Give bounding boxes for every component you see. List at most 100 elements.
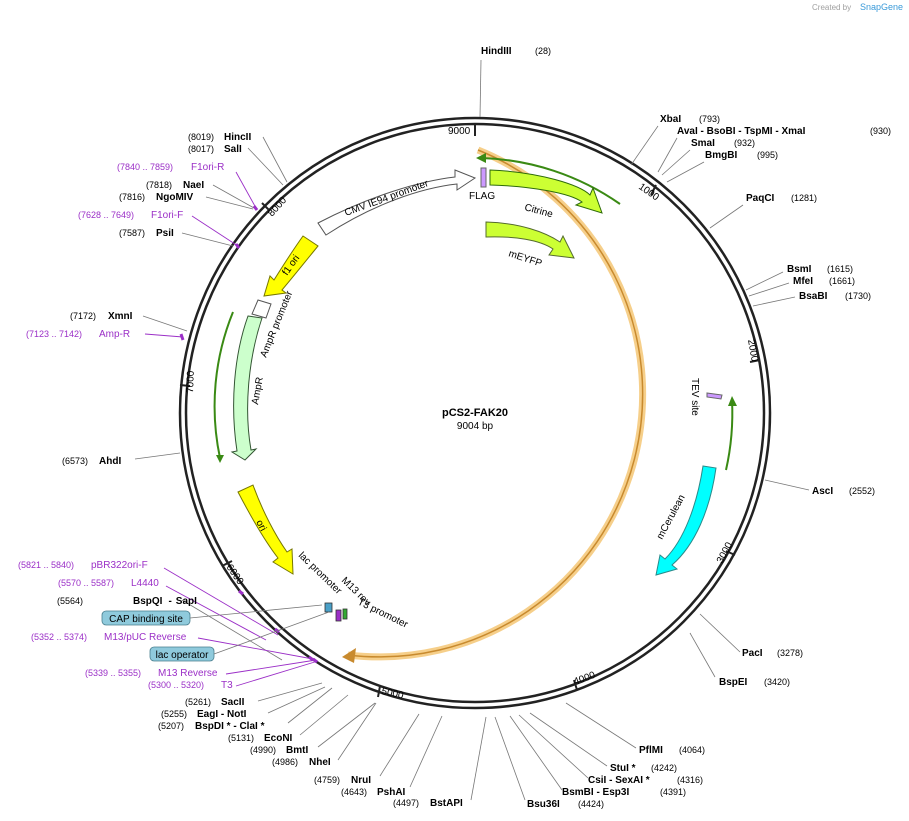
site-label-eagi[interactable]: EagI - NotI: [197, 709, 247, 720]
primer-label-l4440[interactable]: L4440: [131, 578, 159, 589]
primer-label-m13-reverse[interactable]: M13 Reverse: [158, 668, 218, 679]
tick-mark-4000: [573, 679, 578, 691]
site-label-sapi[interactable]: SapI: [176, 596, 197, 607]
site-pos-pshai: (4643): [341, 787, 367, 797]
feature-t3-promoter[interactable]: [342, 608, 348, 620]
primer-pos-t3: (5300 .. 5320): [148, 680, 204, 690]
feature-meyfp[interactable]: [485, 221, 575, 259]
leader-line: [247, 147, 284, 186]
site-label-csii[interactable]: CsiI - SexAI *: [588, 775, 650, 786]
leader-line: [181, 232, 234, 247]
site-pos-bspdi: (5207): [158, 721, 184, 731]
primer-label-m13-puc-reverse[interactable]: M13/pUC Reverse: [104, 632, 187, 643]
site-pos-csii: (4316): [677, 775, 703, 785]
tick-label-8000: 8000: [266, 195, 289, 219]
site-label-bspdi[interactable]: BspDI * - ClaI *: [195, 721, 265, 732]
site-label-paqci[interactable]: PaqCI: [746, 193, 775, 204]
site-label-bsmbi[interactable]: BsmBI - Esp3I: [562, 787, 629, 798]
leader-line: [630, 125, 659, 166]
site-pos-bmgbi: (995): [757, 150, 778, 160]
site-pos-stui: (4242): [651, 763, 677, 773]
primer-marks: [179, 205, 318, 664]
primer-leader-line: [144, 333, 184, 338]
site-label-bsabi[interactable]: BsaBI: [799, 291, 828, 302]
plasmid-size: 9004 bp: [457, 421, 494, 432]
credit-brand[interactable]: SnapGene: [860, 2, 903, 12]
site-pos-avai: (930): [870, 126, 891, 136]
feature-ampr-promoter[interactable]: [251, 299, 272, 319]
primer-label-f1ori-r[interactable]: F1ori-R: [191, 162, 224, 173]
site-label-psii[interactable]: PsiI: [156, 228, 174, 239]
feature-cap-site[interactable]: [324, 602, 333, 613]
site-label-xbai[interactable]: XbaI: [660, 114, 681, 125]
site-label-avai[interactable]: AvaI - BsoBI - TspMI - XmaI: [677, 126, 806, 137]
primer-label-t3[interactable]: T3: [221, 680, 233, 691]
orf-arrowhead: [342, 648, 356, 663]
site-label-naei[interactable]: NaeI: [183, 180, 204, 191]
leader-line: [142, 315, 188, 332]
primer-label-f1ori-f[interactable]: F1ori-F: [151, 210, 183, 221]
site-label-mfei[interactable]: MfeI: [793, 276, 813, 287]
leader-line: [379, 713, 420, 777]
primer-pos-m13-reverse: (5339 .. 5355): [85, 668, 141, 678]
site-label-bspqi-group[interactable]: BspQI-SapI: [133, 596, 197, 607]
leader-line: [262, 136, 288, 183]
site-label-xmni[interactable]: XmnI: [108, 311, 133, 322]
site-pos-eagi: (5255): [161, 709, 187, 719]
feature-ampr[interactable]: [230, 315, 263, 461]
leader-line: [409, 715, 443, 788]
site-label-bsu36i[interactable]: Bsu36I: [527, 799, 560, 810]
feature-label-tev: TEV site: [689, 378, 700, 416]
tick-label-9000: 9000: [448, 126, 471, 137]
site-label-bstapi[interactable]: BstAPI: [430, 798, 463, 809]
primer-label-pbr322ori-f[interactable]: pBR322ori-F: [91, 560, 148, 571]
site-label-smai[interactable]: SmaI: [691, 138, 715, 149]
site-pos-pflmi: (4064): [679, 745, 705, 755]
site-label-bspei[interactable]: BspEI: [719, 677, 748, 688]
site-label-hindiii[interactable]: HindIII: [481, 46, 512, 57]
feature-mcerulean[interactable]: [655, 465, 717, 576]
site-label-econi[interactable]: EcoNI: [264, 733, 293, 744]
site-pos-asci: (2552): [849, 486, 875, 496]
feature-tev-site[interactable]: [706, 392, 723, 400]
feature-cmv-promoter[interactable]: [317, 169, 477, 236]
site-pos-xbai: (793): [699, 114, 720, 124]
site-pos-bsmi: (1615): [827, 264, 853, 274]
site-label-paci[interactable]: PacI: [742, 648, 763, 659]
feature-f1-ori[interactable]: [263, 235, 319, 297]
primer-leader-line: [163, 567, 279, 636]
primer-mark: [234, 243, 241, 249]
site-label-pflmi[interactable]: PflMI: [639, 745, 663, 756]
site-label-nrui[interactable]: NruI: [351, 775, 371, 786]
tick-mark-5000: [377, 685, 381, 698]
site-pos-bspqi: (5564): [57, 596, 83, 606]
site-pos-psii: (7587): [119, 228, 145, 238]
leader-line: [565, 702, 637, 749]
site-label-asci[interactable]: AscI: [812, 486, 833, 497]
primer-label-amp-r[interactable]: Amp-R: [99, 329, 130, 340]
site-label-sacii[interactable]: SacII: [221, 697, 245, 708]
site-pos-ngomiv: (7816): [119, 192, 145, 202]
primer-leader-line: [191, 215, 239, 247]
feature-citrine[interactable]: [489, 169, 603, 214]
feature-m13rev[interactable]: [335, 609, 342, 622]
primer-leader-line: [165, 585, 267, 641]
site-pos-bspei: (3420): [764, 677, 790, 687]
leader-line: [257, 682, 323, 702]
badge-leader-cap: [189, 604, 323, 619]
site-label-sali[interactable]: SalI: [224, 144, 242, 155]
site-label-stui[interactable]: StuI *: [610, 763, 636, 774]
site-label-bsmi[interactable]: BsmI: [787, 264, 812, 275]
site-label-nhei[interactable]: NheI: [309, 757, 331, 768]
site-label-pshai[interactable]: PshAI: [377, 787, 406, 798]
site-label-hincii[interactable]: HincII: [224, 132, 251, 143]
site-label-bmgbi[interactable]: BmgBI: [705, 150, 737, 161]
site-label-ahdi[interactable]: AhdI: [99, 456, 121, 467]
site-label-bspqi[interactable]: BspQI: [133, 596, 163, 607]
feature-flag[interactable]: [480, 167, 487, 188]
site-label-ngomiv[interactable]: NgoMIV: [156, 192, 194, 203]
primer-mark: [179, 333, 185, 341]
feature-ori[interactable]: [237, 484, 294, 575]
site-label-bmti[interactable]: BmtI: [286, 745, 308, 756]
